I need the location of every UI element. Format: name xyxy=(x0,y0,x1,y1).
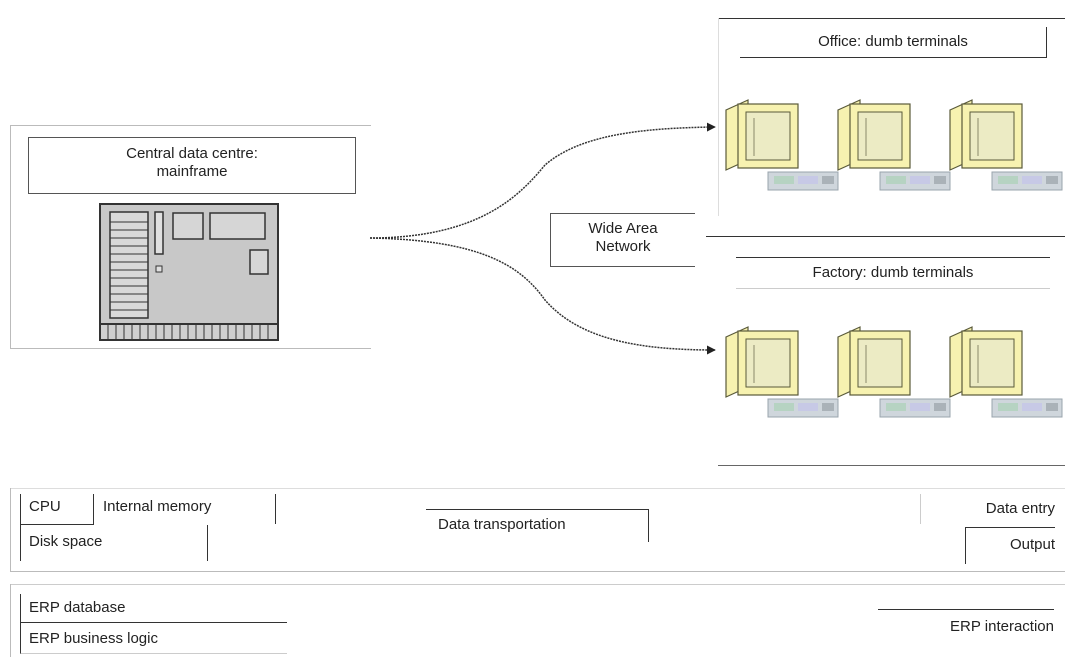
disk-space-box: Disk space xyxy=(20,525,208,561)
office-terminal-3 xyxy=(949,99,1063,191)
internal-memory-label: Internal memory xyxy=(103,498,212,515)
central-data-centre-panel xyxy=(10,125,371,349)
office-terminal-1 xyxy=(725,99,839,191)
output-box: Output xyxy=(965,527,1055,564)
factory-terminal-2 xyxy=(837,326,951,418)
hardware-layer-left-rule xyxy=(10,488,11,571)
office-title: Office: dumb terminals xyxy=(818,33,968,50)
central-data-centre-title-box: Central data centre: mainframe xyxy=(28,137,356,194)
erp-interaction-box: ERP interaction xyxy=(878,609,1054,644)
factory-terminal-3 xyxy=(949,326,1063,418)
data-transportation-box: Data transportation xyxy=(426,509,649,542)
office-left-rule xyxy=(718,18,719,216)
output-label: Output xyxy=(1009,536,1055,553)
erp-business-logic-label: ERP business logic xyxy=(29,630,158,647)
factory-top-rule xyxy=(706,236,1065,237)
cpu-box: CPU xyxy=(20,494,94,525)
cpu-label: CPU xyxy=(29,498,61,515)
network-line1: Wide Area xyxy=(588,220,658,237)
erp-layer-top-rule xyxy=(10,584,1065,585)
erp-business-logic-box: ERP business logic xyxy=(20,623,287,654)
office-title-box: Office: dumb terminals xyxy=(740,27,1047,58)
central-title-line2: mainframe xyxy=(156,163,228,180)
internal-memory-box: Internal memory xyxy=(93,494,276,524)
factory-title-box: Factory: dumb terminals xyxy=(736,257,1050,289)
data-entry-label: Data entry xyxy=(985,500,1055,517)
factory-bottom-rule xyxy=(718,465,1065,466)
factory-terminal-1 xyxy=(725,326,839,418)
erp-layer-left-rule xyxy=(10,584,11,657)
hardware-layer-top-rule xyxy=(10,488,1065,489)
erp-interaction-label: ERP interaction xyxy=(950,618,1054,635)
office-terminal-2 xyxy=(837,99,951,191)
data-transportation-label: Data transportation xyxy=(438,516,566,533)
data-entry-box: Data entry xyxy=(920,494,1055,524)
erp-database-box: ERP database xyxy=(20,594,287,623)
office-top-rule xyxy=(718,18,1065,19)
central-title-line1: Central data centre: xyxy=(126,145,258,162)
hardware-layer-bottom-rule xyxy=(10,571,1065,572)
disk-space-label: Disk space xyxy=(29,533,103,550)
wide-area-network-box: Wide Area Network xyxy=(550,213,695,267)
factory-title: Factory: dumb terminals xyxy=(812,264,974,281)
network-line2: Network xyxy=(595,238,651,255)
erp-database-label: ERP database xyxy=(29,599,126,616)
